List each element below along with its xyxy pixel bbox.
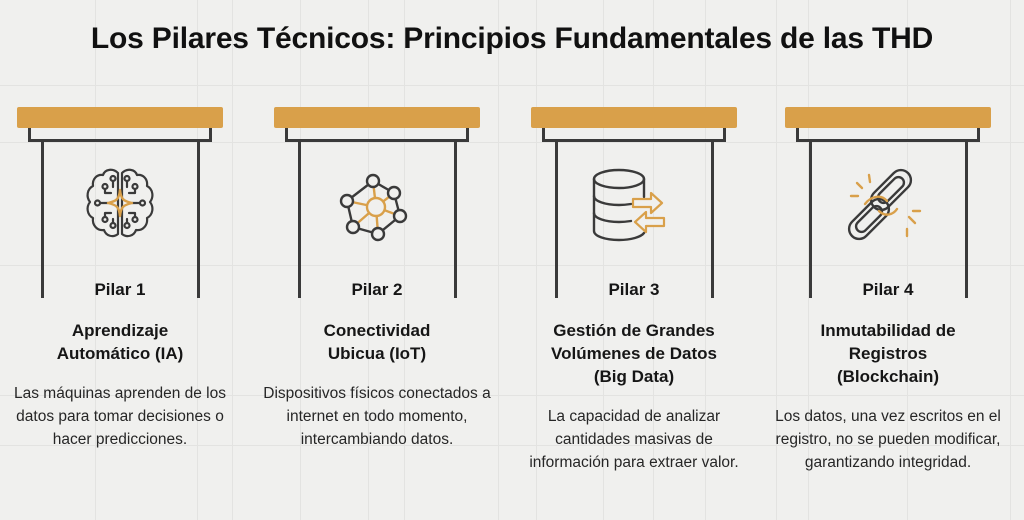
pillar-label: Pilar 2: [351, 280, 403, 299]
pillar-label: Pilar 1: [94, 280, 146, 299]
pillar-1: Pilar 1 Aprendizaje Automático (IA) Las …: [14, 107, 226, 517]
pillar-3: Pilar 3 Gestión de Grandes Volúmenes de …: [529, 107, 739, 517]
pillar-4: Pilar 4 Inmutabilidad de Registros (Bloc…: [775, 107, 1001, 517]
pillar-description: Los datos, una vez escritos en el regist…: [775, 408, 1001, 471]
pillar-bracket: [542, 128, 726, 142]
pillar-description: Las máquinas aprenden de los datos para …: [14, 385, 226, 448]
brain-circuit-icon: [75, 159, 165, 249]
pillar-bracket: [28, 128, 212, 142]
pillar-heading: Inmutabilidad de Registros (Blockchain): [820, 321, 956, 386]
pillar-cap: [531, 107, 737, 128]
pillar-cap: [274, 107, 480, 128]
pillar-bracket: [796, 128, 980, 142]
pillar-2: Pilar 2 Conectividad Ubicua (IoT) Dispos…: [263, 107, 491, 517]
pillar-side-right: [711, 141, 714, 298]
pillar-bracket: [285, 128, 469, 142]
pillar-side-left: [298, 141, 301, 298]
chain-link-icon: [843, 159, 933, 249]
pillar-side-right: [197, 141, 200, 298]
pillar-side-right: [454, 141, 457, 298]
pillar-cap: [785, 107, 991, 128]
pillar-description: La capacidad de analizar cantidades masi…: [529, 408, 739, 471]
pillar-side-left: [809, 141, 812, 298]
pillar-heading: Aprendizaje Automático (IA): [56, 321, 184, 363]
pillar-side-left: [41, 141, 44, 298]
pillar-cap: [17, 107, 223, 128]
database-exchange-icon: [589, 159, 679, 249]
page-title: Los Pilares Técnicos: Principios Fundame…: [90, 22, 934, 55]
pillar-description: Dispositivos físicos conectados a intern…: [263, 385, 491, 448]
pillar-heading: Gestión de Grandes Volúmenes de Datos (B…: [551, 321, 717, 386]
network-hub-icon: [332, 159, 422, 249]
pillar-label: Pilar 3: [608, 280, 660, 299]
pillar-side-right: [965, 141, 968, 298]
pillar-side-left: [555, 141, 558, 298]
pillar-label: Pilar 4: [862, 280, 914, 299]
pillar-heading: Conectividad Ubicua (IoT): [323, 321, 431, 363]
